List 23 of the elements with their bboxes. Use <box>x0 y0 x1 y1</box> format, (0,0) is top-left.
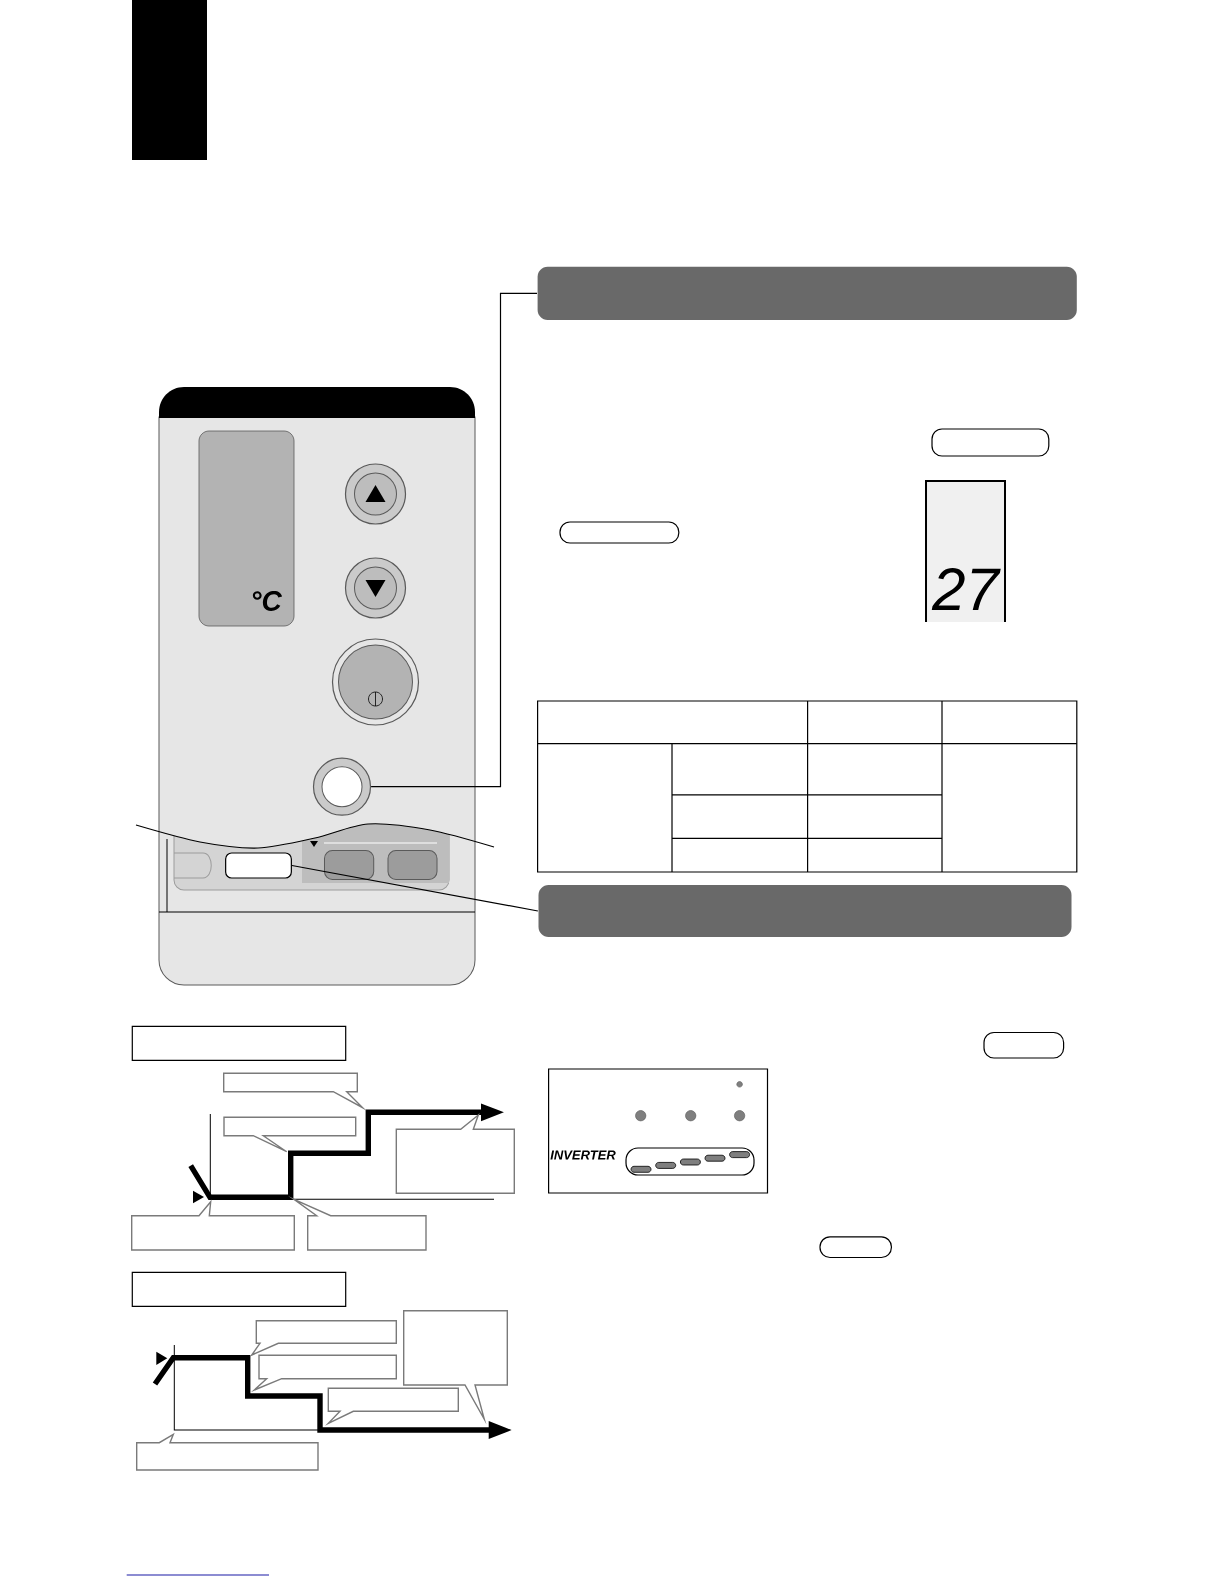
down-button <box>344 557 407 619</box>
up-button <box>344 463 407 525</box>
chapter-tab <box>132 0 207 160</box>
leader-line <box>370 292 538 788</box>
callout-box <box>136 1432 319 1471</box>
round-button <box>312 757 372 816</box>
panel-lettering: INVERTER <box>550 1150 616 1160</box>
power-button <box>331 638 420 726</box>
unit-label: °C <box>252 591 283 611</box>
temperature-digits: 27 <box>931 568 1001 610</box>
callout-box <box>288 1195 427 1251</box>
leader-line <box>291 864 539 912</box>
header-bar <box>538 885 1072 937</box>
callout-box <box>395 1112 515 1194</box>
header-bar <box>537 266 1077 320</box>
small-button <box>225 852 292 879</box>
callout-box <box>249 1320 397 1357</box>
callout-box <box>223 1116 357 1153</box>
callout-box <box>325 1387 459 1426</box>
callout-box <box>223 1072 367 1111</box>
callout-box <box>131 1199 295 1251</box>
callout-box <box>403 1310 508 1425</box>
callout-box <box>250 1354 397 1393</box>
